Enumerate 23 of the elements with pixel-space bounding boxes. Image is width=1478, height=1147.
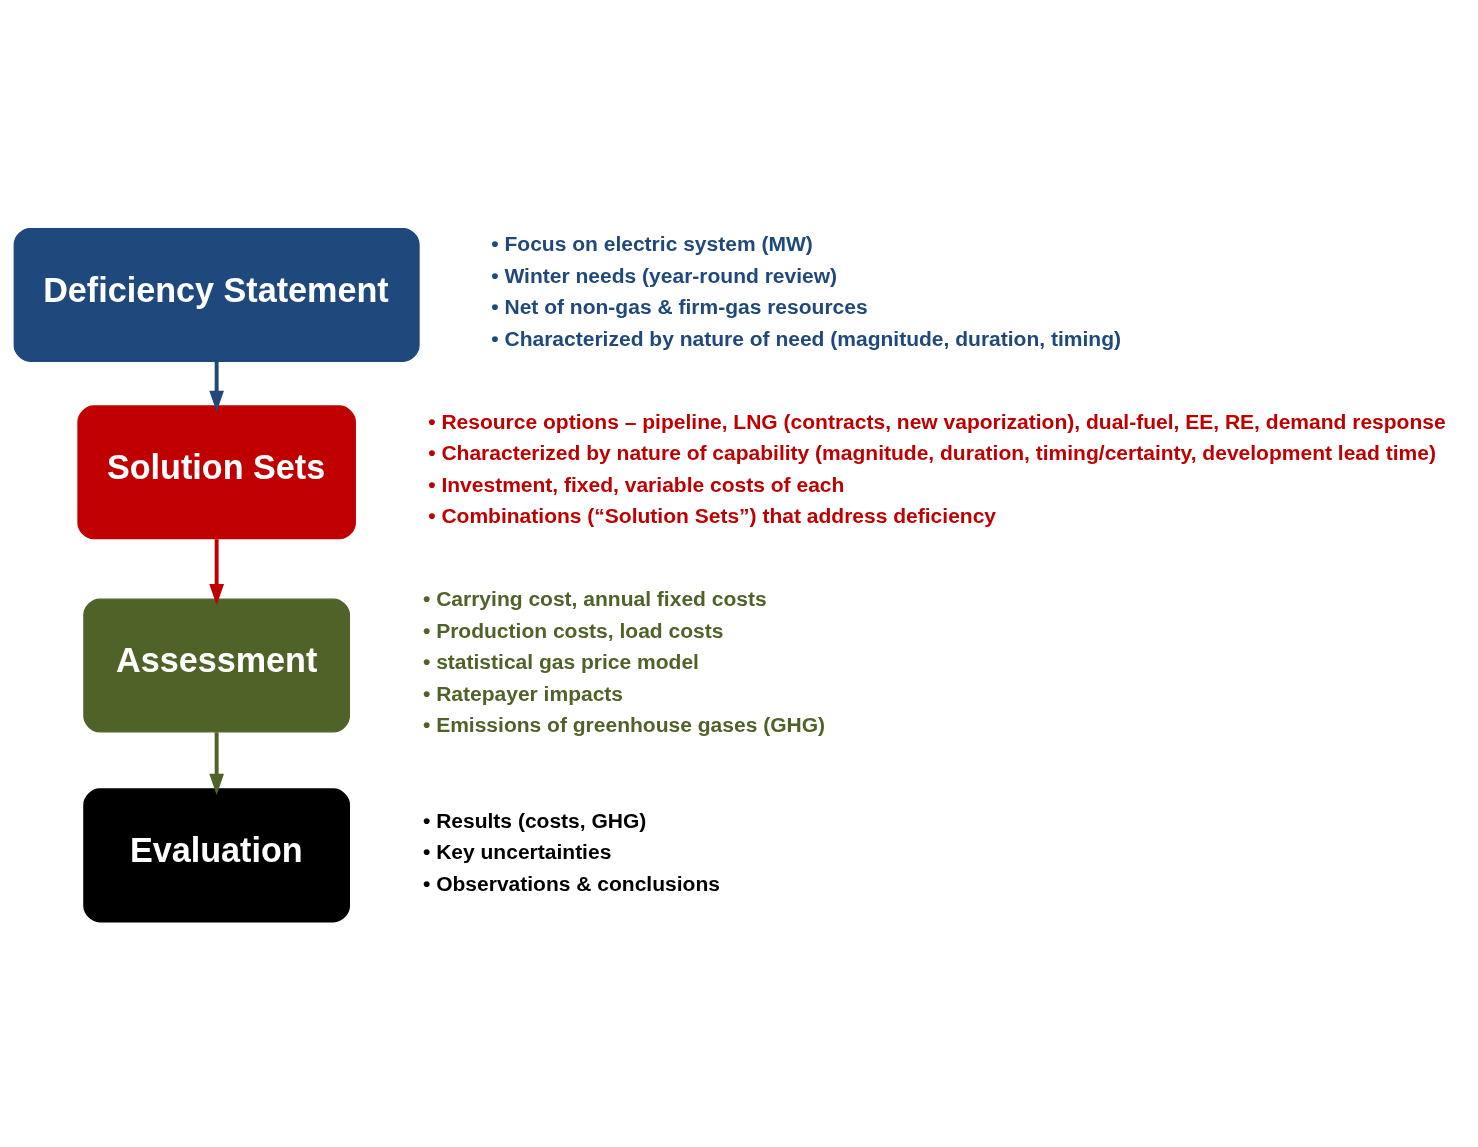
node-label: • Characterized by nature of capability (magnitude, duration, timing/certainty, development lead time) (428, 441, 1436, 465)
node-box: Evaluation (83, 788, 350, 923)
arrow (209, 361, 224, 412)
node-box: Solution Sets (77, 405, 356, 540)
node-label: • Net of non-gas & firm-gas resources (491, 295, 868, 319)
node-label: • statistical gas price model (422, 650, 699, 674)
node-label: • Carrying cost, annual fixed costs (422, 587, 767, 611)
node-label: • Results (costs, GHG) (422, 808, 647, 832)
node-label: • Observations & conclusions (422, 871, 720, 895)
node-label: • Combinations (“Solution Sets”) that address deficiency (428, 504, 997, 528)
node-box: Assessment (83, 598, 350, 733)
node-label: • Characterized by nature of need (magnitude, duration, timing) (491, 326, 1122, 350)
node-label: • Emissions of greenhouse gases (GHG) (422, 713, 826, 737)
node-label: • Production costs, load costs (422, 618, 724, 642)
node-label: • Key uncertainties (422, 840, 612, 864)
node-label: • Focus on electric system (MW) (491, 232, 813, 256)
node-label: • Winter needs (year-round review) (491, 263, 838, 287)
node-label: • Resource options – pipeline, LNG (contracts, new vaporization), dual-fuel, EE, RE, demand response (428, 409, 1446, 433)
arrow (209, 732, 224, 795)
arrow (209, 539, 224, 606)
node-label: • Investment, fixed, variable costs of each (428, 472, 845, 496)
node-box: Deficiency Statement (13, 227, 420, 362)
node-label: • Ratepayer impacts (422, 681, 624, 705)
